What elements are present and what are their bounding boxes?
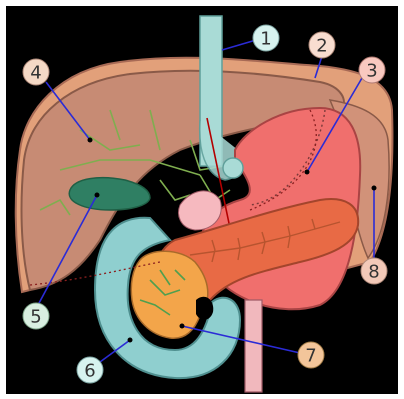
- cardia-bulb: [223, 158, 243, 178]
- callout-dot-5: [95, 193, 100, 198]
- callout-6: 6: [77, 357, 103, 383]
- callout-dot-7: [180, 324, 185, 329]
- callout-dot-3: [305, 170, 310, 175]
- callout-label-3: 3: [366, 61, 377, 82]
- callout-label-5: 5: [30, 307, 41, 328]
- callout-2: 2: [309, 32, 335, 58]
- callout-3: 3: [359, 57, 385, 83]
- callout-5: 5: [23, 303, 49, 329]
- callout-label-2: 2: [316, 36, 327, 57]
- callout-dot-6: [128, 338, 133, 343]
- callout-dot-8: [372, 186, 377, 191]
- callout-1: 1: [253, 25, 279, 51]
- callout-4: 4: [23, 59, 49, 85]
- callout-label-4: 4: [30, 63, 41, 84]
- callout-8: 8: [361, 258, 387, 284]
- callout-label-1: 1: [260, 29, 271, 50]
- callout-label-7: 7: [305, 346, 316, 367]
- callout-7: 7: [298, 342, 324, 368]
- portal-vein: [245, 300, 262, 392]
- callout-label-8: 8: [368, 262, 379, 283]
- callout-dot-4: [88, 138, 93, 143]
- callout-label-6: 6: [84, 361, 95, 382]
